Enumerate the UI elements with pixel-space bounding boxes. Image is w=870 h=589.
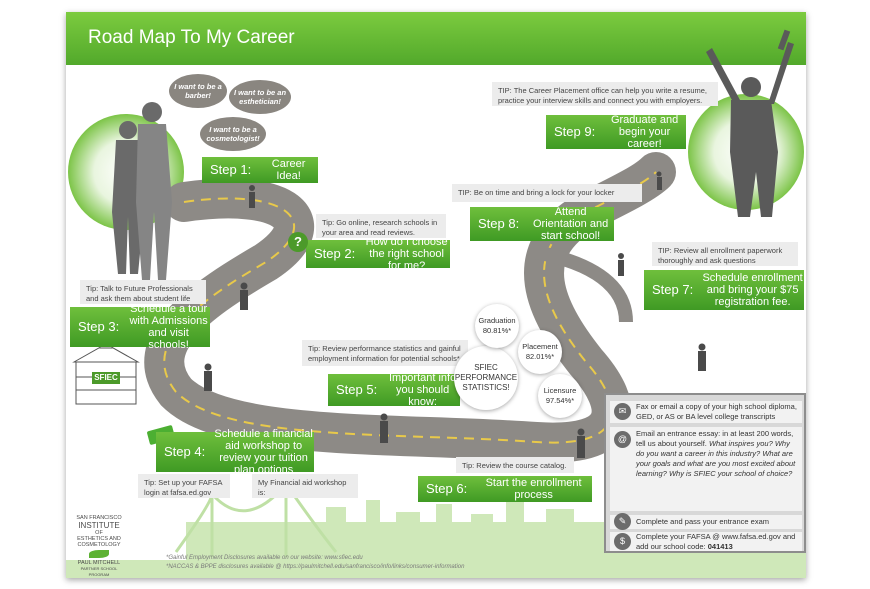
tip-step-4: Tip: Set up your FAFSA login at fafsa.ed… — [138, 474, 230, 498]
stats-center-label: SFIEC PERFORMANCE STATISTICS! — [454, 363, 518, 392]
tip-step-9: TIP: The Career Placement office can hel… — [492, 82, 718, 106]
step-6-number: Step 6: — [426, 481, 468, 496]
tip-step-2: Tip: Go online, research schools in your… — [316, 214, 446, 238]
school-sign: SFIEC — [92, 372, 120, 384]
tip-step-7: TIP: Review all enrollment paperwork tho… — [652, 242, 798, 266]
stat-graduation-value: 80.81%* — [482, 326, 512, 335]
step-6-text: Start the enrollment process — [485, 477, 582, 501]
stats-center-circle: SFIEC PERFORMANCE STATISTICS! — [454, 346, 518, 410]
step-4-text: Schedule a financial aid workshop to rev… — [214, 428, 313, 476]
step-2: Step 2: How do I choose the right school… — [306, 236, 450, 272]
tip-step-6: Tip: Review the course catalog. — [456, 457, 574, 473]
logo-line: PAUL MITCHELL — [77, 560, 121, 566]
step-1-number: Step 1: — [210, 162, 252, 177]
step-7-text: Schedule enrollment and bring your $75 r… — [702, 272, 803, 308]
tip-step-8: TIP: Be on time and bring a lock for you… — [452, 184, 642, 202]
bubble-esthetician: I want to be an esthetician! — [229, 80, 291, 114]
grass-strip — [66, 560, 806, 578]
graduate-silhouette — [706, 29, 794, 217]
step-5: Step 5: Important info you should know: — [328, 372, 460, 408]
step-8: Step 8: Attend Orientation and start sch… — [470, 206, 614, 242]
step-5-number: Step 5: — [336, 382, 378, 397]
checklist-item-text: Complete your FAFSA @ www.fafsa.ed.gov a… — [636, 532, 798, 552]
logo-line: ESTHETICS AND — [77, 536, 121, 542]
step-1-text: Career Idea! — [271, 158, 306, 182]
stat-graduation: Graduation 80.81%* — [475, 304, 519, 348]
checklist-item: $ Complete your FAFSA @ www.fafsa.ed.gov… — [610, 532, 802, 551]
footer-disclosure-2: *NACCAS & BPPE disclosures available @ h… — [166, 564, 465, 570]
step-7-number: Step 7: — [652, 282, 694, 297]
school-logo: SAN FRANCISCO INSTITUTE OF ESTHETICS AND… — [70, 515, 128, 578]
logo-line: PARTNER SCHOOL PROGRAM — [80, 566, 118, 577]
step-3: Step 3: Schedule a tour with Admissions … — [70, 303, 210, 351]
fafsa-icon: $ — [614, 533, 631, 550]
page-title: Road Map To My Career — [88, 27, 295, 48]
step-9-number: Step 9: — [554, 124, 596, 139]
step-8-number: Step 8: — [478, 216, 520, 231]
stat-licensure-value: 97.54%* — [545, 396, 575, 405]
walker-figures — [204, 171, 706, 458]
logo-line: COSMETOLOGY — [77, 542, 121, 548]
stat-placement-value: 82.01%* — [525, 352, 555, 361]
essay-instruction: Email an entrance essay: in at least 200… — [636, 429, 794, 448]
fax-icon: ✉ — [614, 403, 631, 420]
question-icon: ? — [288, 232, 308, 252]
stat-licensure-label: Licensure — [543, 386, 577, 395]
checklist-item: ✉ Fax or email a copy of your high schoo… — [610, 401, 802, 423]
checklist-item-text: Email an entrance essay: in at least 200… — [636, 429, 798, 479]
enrollment-checklist-panel: ✉ Fax or email a copy of your high schoo… — [604, 393, 806, 553]
step-3-number: Step 3: — [78, 319, 120, 334]
couple-silhouette — [112, 102, 172, 280]
school-code: 041413 — [707, 542, 733, 551]
tip-step-3: Tip: Talk to Future Professionals and as… — [80, 280, 206, 304]
road — [144, 152, 676, 463]
step-8-text: Attend Orientation and start school! — [532, 206, 609, 242]
step-9-text: Graduate and begin your career! — [610, 114, 679, 150]
step-1: Step 1: Career Idea! — [202, 157, 318, 183]
header-bar: Road Map To My Career — [66, 12, 806, 65]
tip-step-5: Tip: Review performance statistics and g… — [302, 340, 468, 366]
fafsa-instruction: Complete your FAFSA @ www.fafsa.ed.gov a… — [636, 532, 796, 551]
step-9: Step 9: Graduate and begin your career! — [546, 114, 686, 150]
bubble-barber: I want to be a barber! — [169, 74, 227, 108]
step-2-number: Step 2: — [314, 246, 356, 261]
step-3-text: Schedule a tour with Admissions and visi… — [129, 303, 208, 351]
stat-graduation-label: Graduation — [478, 316, 516, 325]
roadmap-card: Road Map To My Career — [66, 12, 806, 578]
step-4: Step 4: Schedule a financial aid worksho… — [156, 428, 314, 476]
logo-leaf-icon — [89, 550, 109, 558]
footer-disclosure-1: *Gainful Employment Disclosures availabl… — [166, 555, 363, 561]
step-2-text: How do I choose the right school for me? — [365, 236, 448, 272]
logo-line: SAN FRANCISCO — [76, 515, 122, 521]
logo-line: INSTITUTE — [78, 521, 120, 530]
checklist-item: ✎ Complete and pass your entrance exam — [610, 513, 802, 530]
stat-placement-label: Placement — [522, 342, 558, 351]
checklist-item: @ Email an entrance essay: in at least 2… — [610, 427, 802, 511]
step-6: Step 6: Start the enrollment process — [418, 476, 592, 502]
step-5-text: Important info you should know: — [388, 372, 457, 408]
essay-questions: What inspires you? Why do you want a car… — [636, 439, 796, 478]
checklist-item-text: Fax or email a copy of your high school … — [636, 402, 797, 421]
checklist-item-text: Complete and pass your entrance exam — [636, 517, 769, 526]
stat-licensure: Licensure 97.54%* — [538, 374, 582, 418]
step-7: Step 7: Schedule enrollment and bring yo… — [644, 270, 804, 310]
logo-line: OF — [95, 530, 103, 536]
step-4-number: Step 4: — [164, 444, 206, 459]
financial-aid-workshop-field: My Financial aid workshop is: — [252, 474, 358, 498]
bubble-cosmetologist: I want to be a cosmetologist! — [200, 117, 266, 151]
email-icon: @ — [614, 431, 631, 448]
stat-placement: Placement 82.01%* — [518, 330, 562, 374]
exam-icon: ✎ — [614, 513, 631, 530]
